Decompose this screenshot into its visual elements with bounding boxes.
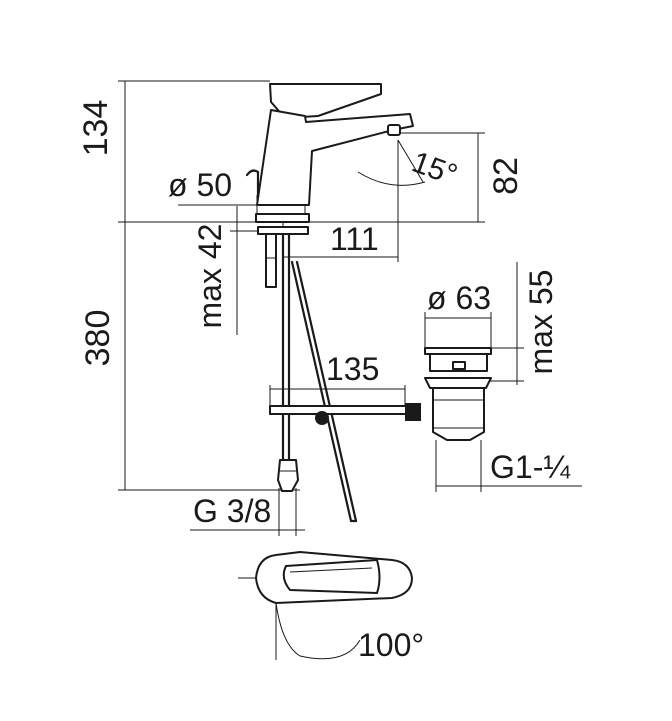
- lift-rod: [245, 169, 260, 197]
- pop-up-waste: [269, 347, 492, 441]
- linkage-rod: [290, 260, 353, 523]
- dim-spout-angle: 15°: [408, 146, 462, 193]
- dim-max-55: max 55: [523, 270, 559, 375]
- labels: 134 380 82 max 42 max 55 ø 50 111 ø 63 1…: [77, 100, 571, 663]
- dim-lever-rotation: 100°: [358, 627, 424, 663]
- threaded-shank: [265, 233, 277, 288]
- mixer-tap: [245, 83, 414, 523]
- pivot-nut: [405, 403, 421, 421]
- dim-82: 82: [487, 157, 525, 195]
- dim-g1-quarter: G1-¼: [490, 449, 571, 485]
- dim-380: 380: [79, 310, 117, 367]
- dim-waste-diameter: ø 63: [427, 280, 491, 316]
- hose-nut: [277, 459, 299, 492]
- dim-134: 134: [77, 100, 115, 157]
- waste-body: [432, 387, 485, 441]
- plan-lever: [282, 559, 381, 594]
- rotation-arc: [275, 602, 361, 660]
- dim-base-diameter: ø 50: [168, 167, 232, 203]
- dim-135: 135: [326, 351, 379, 387]
- dim-g-three-eighths: G 3/8: [193, 493, 271, 529]
- dim-max-42: max 42: [192, 224, 228, 329]
- plan-view: [238, 551, 413, 660]
- lever-handle: [269, 83, 382, 119]
- pivot-rod: [269, 405, 416, 415]
- spout-angle-arc: [357, 171, 426, 186]
- tap-body: [256, 109, 414, 206]
- aerator: [387, 124, 401, 136]
- pivot-clip: [315, 411, 329, 425]
- dim-111: 111: [330, 221, 379, 257]
- angle-arcs: [357, 139, 426, 186]
- base-plate: [255, 213, 310, 223]
